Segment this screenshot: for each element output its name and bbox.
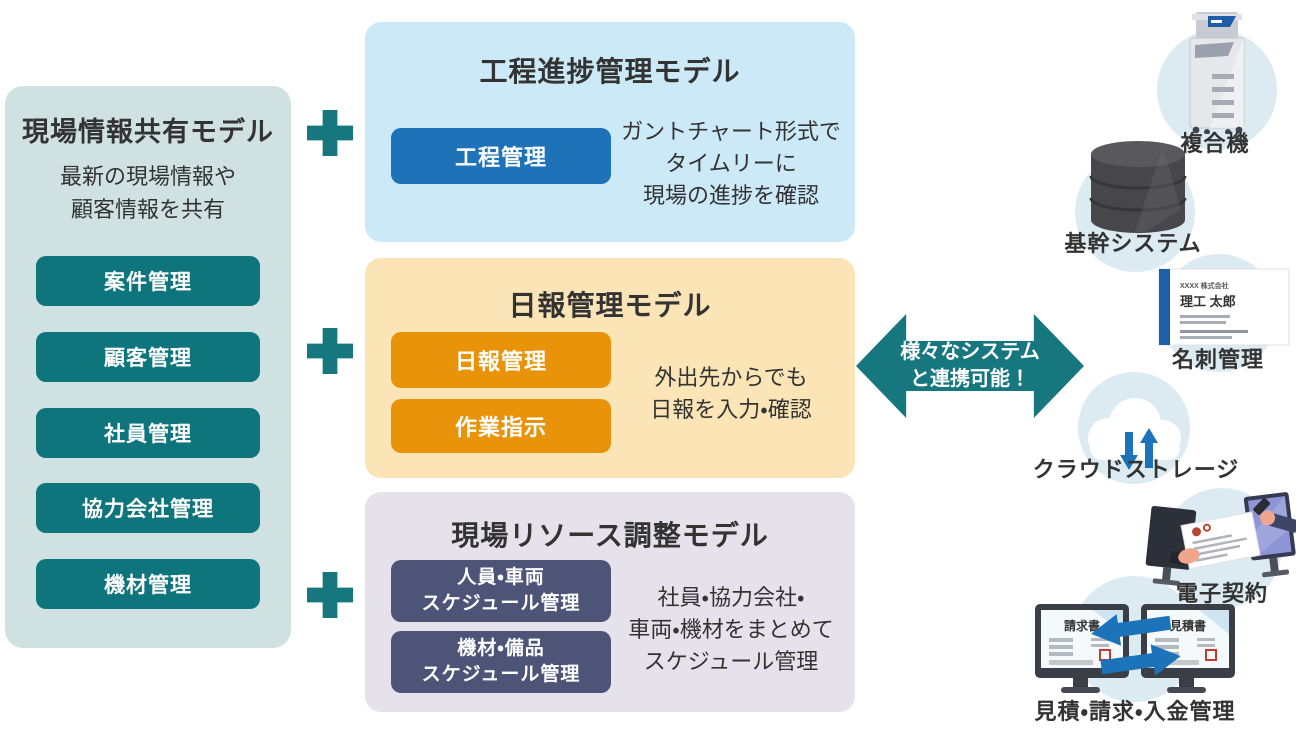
copier-label: 複合機	[1180, 131, 1250, 156]
desc-line: ガントチャート形式で	[621, 119, 841, 144]
panel-subtitle-line1: 最新の現場情報や	[59, 164, 236, 189]
pill-customer-management: 顧客管理	[36, 332, 260, 382]
model-title: 現場リソース調整モデル	[451, 520, 769, 551]
transfer-arrow-left	[1091, 614, 1172, 646]
core-system-label: 基幹システム	[1064, 231, 1202, 256]
transfer-arrow-right	[1100, 644, 1181, 676]
site-resource-model-box: 現場リソース調整モデル 人員・車両 スケジュール管理 機材・備品 スケジュール管…	[365, 492, 855, 712]
pill-label: 日報管理	[454, 349, 547, 374]
e-contract-label: 電子契約	[1175, 581, 1269, 606]
panel-subtitle-line2: 顧客情報を共有	[70, 197, 225, 222]
e-contract-icon	[1145, 492, 1296, 586]
desc-line: 外出先からでも	[654, 365, 808, 390]
business-card-icon: XXXX 株式会社 理工 太郎	[1158, 268, 1290, 346]
pill-label: 工程管理	[454, 145, 547, 170]
desc-line: 現場の進捗を確認	[642, 182, 819, 208]
pill-process-management: 工程管理	[391, 128, 611, 184]
pill-work-instruction: 作業指示	[391, 399, 611, 453]
desc-line: 車両・機材をまとめて	[628, 616, 834, 642]
process-progress-model-box: 工程進捗管理モデル 工程管理 ガントチャート形式で タイムリーに 現場の進捗を確…	[365, 22, 855, 242]
cloud-storage-icon	[1088, 398, 1181, 470]
plus-icon	[307, 110, 353, 156]
billing-label: 見積・請求・入金管理	[1034, 699, 1236, 724]
pill-label-line: スケジュール管理	[421, 593, 581, 614]
pill-label: 顧客管理	[104, 347, 192, 370]
desc-line: 社員・協力会社・	[657, 585, 805, 610]
plus-icon	[307, 572, 353, 618]
daily-report-model-box: 日報管理モデル 日報管理 作業指示 外出先からでも 日報を入力・確認	[365, 258, 855, 478]
core-system-database-icon	[1089, 141, 1187, 233]
pill-daily-report: 日報管理	[391, 332, 611, 388]
desc-line: 日報を入力・確認	[650, 396, 812, 422]
desc-line: タイムリーに	[665, 150, 797, 176]
pill-label: 作業指示	[454, 415, 547, 440]
model-title: 工程進捗管理モデル	[479, 56, 741, 87]
panel-title: 現場情報共有モデル	[22, 117, 274, 147]
site-info-sharing-panel: 現場情報共有モデル 最新の現場情報や 顧客情報を共有 案件管理 顧客管理 社員管…	[5, 86, 291, 648]
card-name-text: 理工 太郎	[1180, 294, 1236, 309]
pill-partner-management: 協力会社管理	[36, 483, 260, 533]
model-description: ガントチャート形式で タイムリーに 現場の進捗を確認	[617, 116, 845, 212]
pill-label: 案件管理	[104, 271, 192, 294]
desc-line: スケジュール管理	[643, 648, 819, 674]
pill-case-management: 案件管理	[36, 256, 260, 306]
business-card-label: 名刺管理	[1171, 347, 1265, 372]
pill-employee-management: 社員管理	[36, 408, 260, 458]
arrow-text-line: 様々なシステム	[900, 341, 1040, 363]
model-title: 日報管理モデル	[508, 290, 712, 321]
quote-doc-title: 見積書	[1169, 618, 1206, 633]
pill-equipment-management: 機材管理	[36, 559, 260, 609]
cloud-storage-label: クラウドストレージ	[1032, 457, 1240, 482]
model-description: 社員・協力会社・ 車両・機材をまとめて スケジュール管理	[617, 582, 845, 678]
pill-label-line: スケジュール管理	[421, 664, 581, 685]
pill-label: 機材管理	[104, 574, 192, 597]
panel-subtitle: 最新の現場情報や 顧客情報を共有	[5, 160, 291, 226]
pill-label-line: 人員・車両	[457, 567, 545, 589]
model-description: 外出先からでも 日報を入力・確認	[617, 362, 845, 426]
arrow-text-line: と連携可能！	[910, 368, 1030, 390]
billing-monitors-icon: 請求書 見積書	[1035, 604, 1235, 693]
system-link-arrow: 様々なシステム と連携可能！	[856, 314, 1084, 418]
plus-icon	[307, 328, 353, 374]
card-company-text: XXXX 株式会社	[1180, 281, 1229, 290]
copier-icon	[1189, 12, 1245, 134]
pill-personnel-vehicle-schedule: 人員・車両 スケジュール管理	[391, 560, 611, 622]
pill-label-line: 機材・備品	[457, 638, 545, 660]
system-link-arrow-text: 様々なシステム と連携可能！	[856, 314, 1084, 418]
invoice-doc-title: 請求書	[1064, 618, 1100, 633]
pill-equipment-supplies-schedule: 機材・備品 スケジュール管理	[391, 631, 611, 693]
pill-label: 社員管理	[104, 423, 192, 446]
pill-label: 協力会社管理	[82, 498, 214, 521]
